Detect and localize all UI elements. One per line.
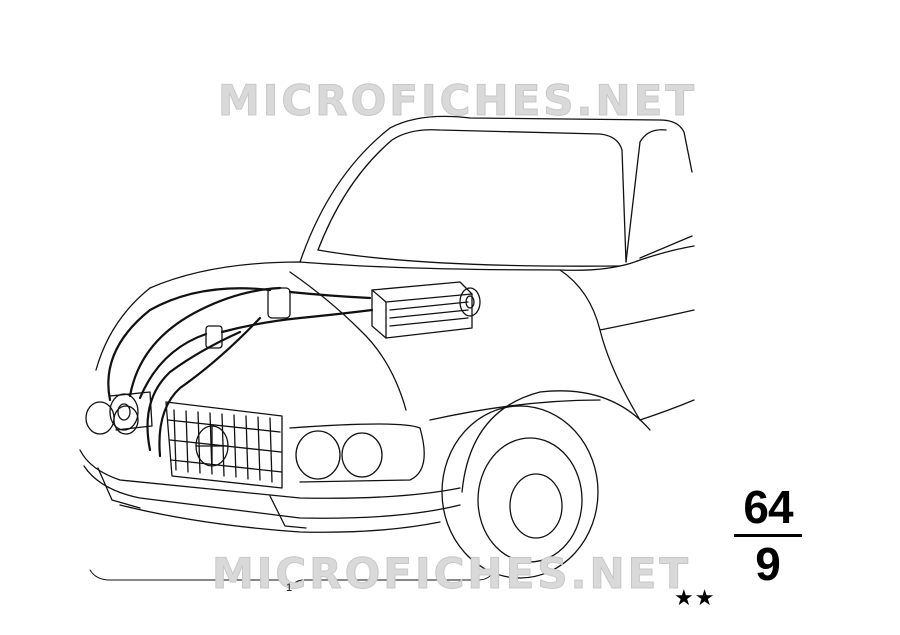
watermark-top: MICROFICHES.NET	[218, 76, 697, 125]
car-body-outline	[79, 115, 695, 579]
condenser-assembly	[165, 401, 283, 489]
callout-bracket	[89, 569, 495, 589]
page-number: 64 9	[730, 482, 806, 589]
star-markers: ★★	[674, 586, 716, 611]
receiver-dryer	[205, 287, 291, 349]
callout-label-1: 1	[286, 582, 293, 594]
page-group-number: 64	[743, 481, 793, 533]
refrigerant-hoses	[107, 286, 374, 458]
evaporator-unit	[371, 281, 481, 339]
page-number-rule	[734, 534, 802, 537]
page-sub-number: 9	[755, 538, 781, 590]
watermark-bottom: MICROFICHES.NET	[212, 549, 691, 598]
